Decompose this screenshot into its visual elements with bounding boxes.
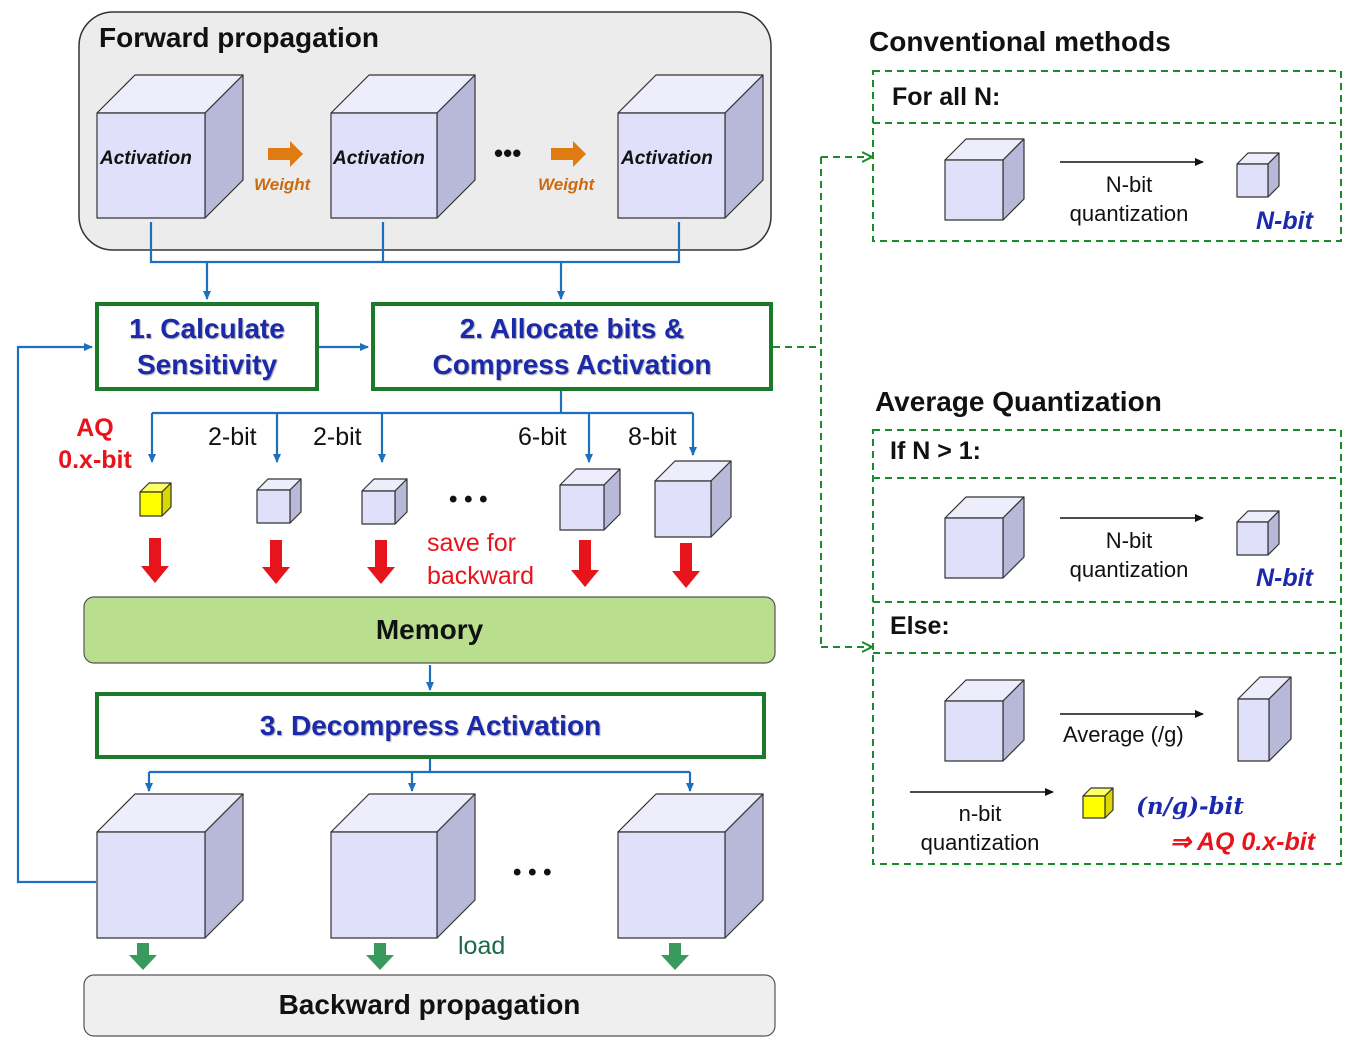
save-label-line-2: backward (427, 562, 534, 590)
dashed-connector (773, 157, 871, 647)
activation-label-3: Activation (621, 148, 713, 169)
else-yellow-cube (1082, 787, 1114, 819)
cube-8bit (654, 460, 732, 538)
else-tall-cube (1237, 676, 1292, 762)
bit-label-1: 2-bit (208, 423, 257, 451)
activation-label-1: Activation (100, 148, 192, 169)
memory-bar (83, 596, 776, 664)
aq-label: AQ 0.x-bit (50, 412, 140, 476)
blue-connectors (16, 222, 697, 884)
save-label: save for backward (427, 527, 534, 593)
weight-label-1: Weight (254, 175, 311, 194)
backward-ellipsis: • • • (513, 859, 552, 886)
conv-small-cube (1236, 152, 1280, 198)
memory-label: Memory (375, 614, 484, 645)
average-ng-label: (n/g)-bit (1136, 793, 1244, 820)
step-allocate-line-1: 2. Allocate bits & (459, 313, 685, 344)
cube-ellipsis: • • • (449, 486, 488, 513)
average-result: N-bit (1256, 564, 1313, 592)
average-nquant-label: n-bit quantization (910, 799, 1050, 857)
backward-cube-2 (330, 793, 476, 939)
conventional-quant-line-1: N-bit (1105, 172, 1153, 197)
load-arrows (129, 943, 689, 970)
step-decompress-box (95, 692, 766, 759)
average-quant-line-2: quantization (1069, 557, 1189, 582)
forward-title: Forward propagation (99, 22, 379, 53)
else-big-cube (944, 679, 1025, 762)
step-calculate-line-2: Sensitivity (136, 349, 278, 380)
step-allocate-box (371, 302, 773, 391)
backward-cube-3 (617, 793, 764, 939)
backward-title: Backward propagation (278, 989, 581, 1020)
cube-2bit-1 (256, 478, 302, 524)
conv-big-cube (944, 138, 1025, 221)
save-label-line-1: save for (427, 529, 516, 557)
aq-label-line-2: 0.x-bit (58, 446, 132, 474)
step-allocate-label: 2. Allocate bits & Compress Activation (373, 311, 771, 383)
conventional-result: N-bit (1256, 207, 1313, 235)
activation-label-2: Activation (333, 148, 425, 169)
step-calculate-box (95, 302, 319, 391)
step-decompress-label: 3. Decompress Activation (259, 710, 602, 741)
aq-label-line-1: AQ (76, 414, 114, 442)
bit-label-3: 6-bit (518, 423, 567, 451)
conventional-title: Conventional methods (869, 26, 1171, 57)
average-else-header: Else: (890, 612, 950, 640)
forward-cube-2 (330, 74, 476, 219)
avg-small-cube (1236, 510, 1280, 556)
weight-arrows (268, 141, 586, 167)
average-divide-label: Average (/g) (1063, 722, 1184, 747)
average-aq-result: ⇒ AQ 0.x-bit (1170, 828, 1316, 856)
forward-cube-1 (96, 74, 244, 219)
step-calculate-line-1: 1. Calculate (129, 313, 285, 344)
average-quant-label: N-bit quantization (1060, 526, 1198, 584)
load-label: load (458, 932, 506, 960)
step-allocate-line-2: Compress Activation (432, 349, 712, 380)
average-if-header: If N > 1: (890, 437, 981, 465)
bit-label-4: 8-bit (628, 423, 677, 451)
backward-cube-1 (96, 793, 244, 939)
forward-ellipsis: ••• (494, 138, 522, 168)
avg-big-cube (944, 496, 1025, 579)
aq-cube (139, 482, 172, 517)
average-nquant-line-1: n-bit (958, 801, 1002, 826)
conventional-header: For all N: (892, 83, 1001, 111)
conventional-quant-label: N-bit quantization (1060, 170, 1198, 228)
cube-layer (96, 74, 1292, 939)
cube-2bit-2 (361, 478, 408, 525)
step-calculate-label: 1. Calculate Sensitivity (97, 311, 317, 383)
backward-bar (83, 974, 776, 1037)
save-arrows (141, 538, 700, 588)
cube-6bit (559, 468, 621, 531)
bit-label-2: 2-bit (313, 423, 362, 451)
conventional-quant-line-2: quantization (1069, 201, 1189, 226)
forward-cube-3 (617, 74, 764, 219)
weight-label-2: Weight (538, 175, 595, 194)
average-title: Average Quantization (875, 386, 1162, 417)
average-nquant-line-2: quantization (920, 830, 1040, 855)
quantization-arrows (910, 158, 1204, 796)
average-quant-line-1: N-bit (1105, 528, 1153, 553)
